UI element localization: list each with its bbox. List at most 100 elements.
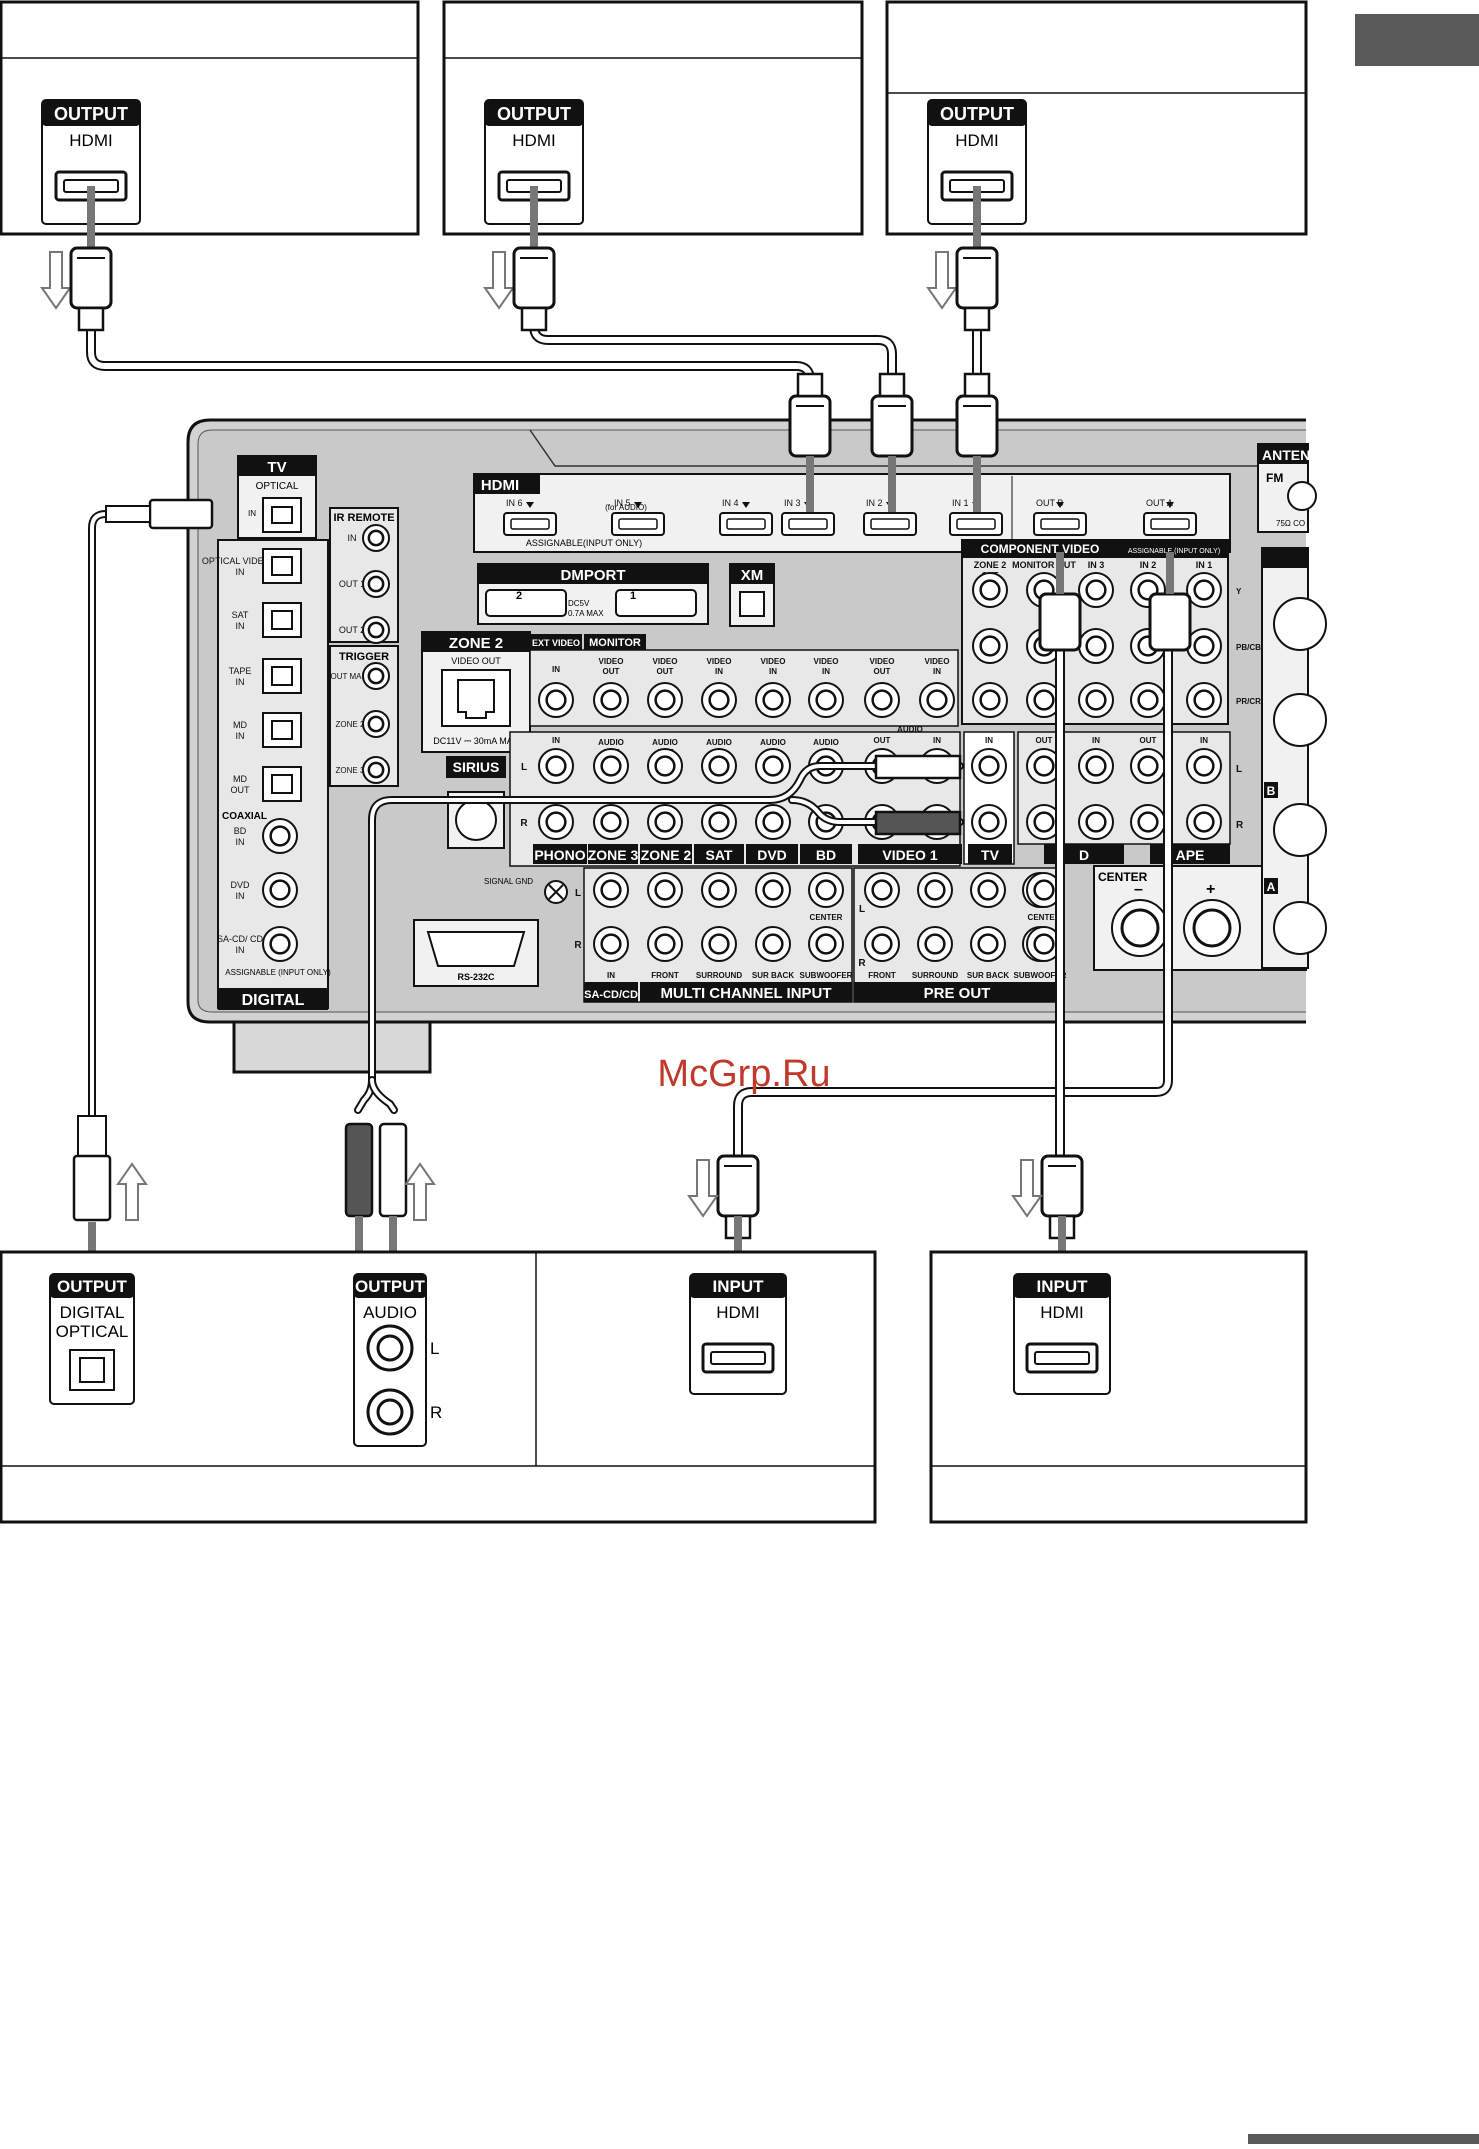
hdmi-port-label: IN 3 xyxy=(784,498,801,508)
coaxial-input-label: DVD xyxy=(230,880,250,890)
sirius-jack-icon xyxy=(455,799,497,841)
rca-jack-inner xyxy=(815,689,837,711)
ir-remote-label: IN xyxy=(348,533,357,543)
optical-line1: DIGITAL xyxy=(60,1303,125,1322)
component-col-label: IN 2 xyxy=(1140,560,1157,570)
rca-jack-inner xyxy=(1193,811,1215,833)
antenna-spec: 75Ω CO xyxy=(1276,519,1305,528)
center-minus-terminal-inner xyxy=(1120,908,1160,948)
rca-jack-inner xyxy=(600,755,622,777)
rca-jack-inner xyxy=(1033,879,1055,901)
center-speaker-title: CENTER xyxy=(1098,870,1148,884)
digital-assignable: ASSIGNABLE (INPUT ONLY) xyxy=(225,968,331,977)
output-tag-bg xyxy=(50,1274,134,1298)
group-label: SAT xyxy=(706,847,733,863)
right-audio-r: R xyxy=(1236,820,1244,831)
tv-input-tag: INPUT xyxy=(713,1277,765,1296)
video-jack-label: VIDEO xyxy=(814,657,839,666)
device-box xyxy=(929,1250,1308,1524)
rca-jack-inner xyxy=(871,879,893,901)
group-label-bg xyxy=(694,844,744,864)
rca-jack-inner xyxy=(545,811,567,833)
hdmi-port-icon xyxy=(863,512,917,536)
rca-jack-inner xyxy=(871,689,893,711)
multich-group-label-bg xyxy=(640,982,852,1002)
digital-input-label: IN xyxy=(236,731,245,741)
audio-r-label: R xyxy=(520,818,528,829)
right-audio-l: L xyxy=(1236,764,1242,775)
zone2-spec: DC11V ⎓ 30mA MAX xyxy=(433,736,519,746)
dmport-1-icon xyxy=(615,589,697,617)
coaxial-input-label: IN xyxy=(236,945,245,955)
hdmi-port-label: OUT A xyxy=(1146,498,1173,508)
rca-jack-inner xyxy=(708,689,730,711)
speaker-terminal xyxy=(1273,693,1327,747)
hdmi-port-arrow xyxy=(1166,502,1174,508)
rs232c-port-icon xyxy=(426,931,526,967)
hdmi-plug-tip xyxy=(520,306,548,332)
rs232c-label: RS-232C xyxy=(457,972,495,982)
input-tag-bg xyxy=(690,1274,786,1298)
group-label: D xyxy=(1079,847,1089,863)
rca-jack-inner xyxy=(600,689,622,711)
right-audio-label: IN xyxy=(1200,736,1208,745)
cable-outline xyxy=(86,305,815,401)
hdmi-port-icon xyxy=(701,1342,775,1374)
rca-jack-inner xyxy=(600,811,622,833)
rca-jack-inner xyxy=(1137,755,1159,777)
audio-word-label: AUDIO xyxy=(897,725,923,734)
digital-input-label: IN xyxy=(236,621,245,631)
zone2-title: ZONE 2 xyxy=(449,635,503,652)
audio-r-jack-inner xyxy=(376,1398,404,1426)
rca-jack-inner xyxy=(654,879,676,901)
hdmi-plug-icon xyxy=(1038,592,1082,652)
hdmi-port-icon xyxy=(949,512,1003,536)
output-tag: OUTPUT xyxy=(54,104,128,124)
rca-jack-inner xyxy=(654,933,676,955)
hdmi-port-label: IN 6 xyxy=(506,498,523,508)
bottom-device-tv: OUTPUT DIGITAL OPTICAL OUTPUT AUDIO L R … xyxy=(0,1250,877,1524)
cable-core xyxy=(790,798,962,824)
input-tag-bg xyxy=(1014,1274,1110,1298)
speaker-a-bg xyxy=(1264,878,1278,894)
optical-jack-icon xyxy=(262,602,302,638)
rca-jack-inner xyxy=(708,811,730,833)
video-jack-label: VIDEO xyxy=(761,657,786,666)
hdmi-port-inner xyxy=(1040,518,1080,530)
rca-jack-inner xyxy=(367,667,385,685)
ir-remote-label: OUT 1 xyxy=(339,579,365,589)
rca-jack-inner xyxy=(269,879,291,901)
group-label-bg xyxy=(800,844,852,864)
antenna-title-bg xyxy=(1258,444,1308,464)
group-label-bg xyxy=(746,844,798,864)
digital-input-label: IN xyxy=(236,567,245,577)
preout-center-label: CENTER xyxy=(1028,913,1061,922)
trigger-label: ZONE 2 xyxy=(336,720,365,729)
audio-jack-label: AUDIO xyxy=(706,738,732,747)
port-name: HDMI xyxy=(512,131,555,150)
source-device-1: OUTPUT HDMI xyxy=(0,0,420,236)
group-label-bg xyxy=(640,844,692,864)
audio-jack-label: AUDIO xyxy=(813,738,839,747)
rca-jack-inner xyxy=(978,811,1000,833)
speaker-terminal xyxy=(1273,803,1327,857)
rca-jack-inner xyxy=(978,755,1000,777)
trigger-title: TRIGGER xyxy=(339,651,389,663)
optical-jack-icon xyxy=(262,766,302,802)
dmport-title: DMPORT xyxy=(561,567,626,584)
zone2-video-out: VIDEO OUT xyxy=(451,656,501,666)
multich-r-label: R xyxy=(574,940,582,951)
rca-jack-inner xyxy=(979,635,1001,657)
antenna-jack-icon xyxy=(1287,481,1317,511)
rca-jack-inner xyxy=(654,811,676,833)
tv-optical-sub: OPTICAL xyxy=(256,481,299,492)
rca-jack-inner xyxy=(1193,755,1215,777)
panel-ridge xyxy=(529,429,1306,467)
hdmi-port-arrow xyxy=(742,502,750,508)
audio-jack-label: AUDIO xyxy=(652,738,678,747)
